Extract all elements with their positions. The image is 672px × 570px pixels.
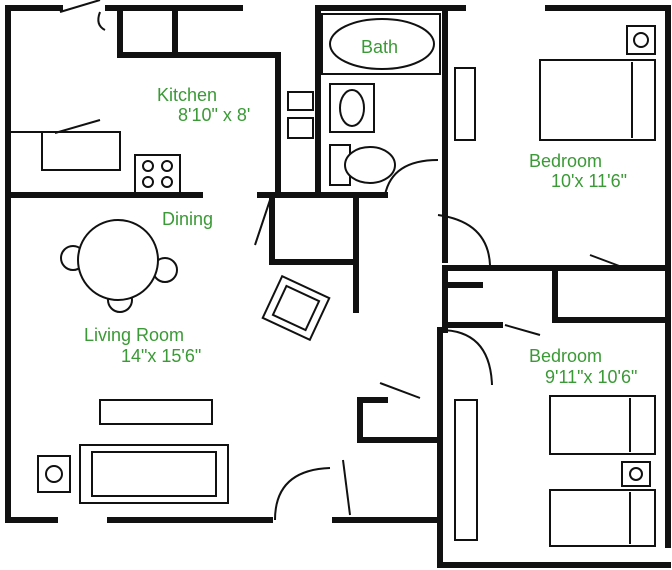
dining-table-icon: [77, 219, 159, 301]
stove-icon: [134, 154, 181, 194]
bedroom2-size: 9'11"x 10'6": [545, 367, 637, 387]
single-bed-icon: [549, 489, 656, 547]
side-table-icon: [37, 455, 71, 493]
bath-name: Bath: [361, 37, 398, 57]
kitchen-fixtures: [10, 91, 314, 194]
living-size: 14"x 15'6": [121, 346, 201, 366]
sink-icon: [329, 83, 375, 133]
counter-icon: [287, 91, 314, 111]
doors: [59, 0, 631, 521]
bedroom1-size: 10'x 11'6": [551, 171, 627, 191]
kitchen-name: Kitchen: [157, 85, 217, 105]
dresser-icon: [454, 399, 478, 541]
bedroom1-furniture: [539, 25, 656, 141]
front-door-swing: [274, 467, 331, 521]
bath-fixtures: [321, 13, 476, 186]
bedroom2-door-swing: [439, 329, 493, 386]
bedroom-door-swing: [437, 214, 491, 266]
single-bed-icon: [549, 395, 656, 455]
interior-walls: [7, 5, 671, 513]
sofa-icon: [79, 444, 229, 504]
living-name: Living Room: [84, 325, 184, 345]
living-furniture: [37, 219, 331, 504]
double-bed-icon: [539, 59, 656, 141]
dining-name: Dining: [162, 209, 213, 229]
nightstand-icon: [621, 461, 651, 487]
bathtub-icon: [321, 13, 441, 75]
kitchen-size: 8'10" x 8': [178, 105, 250, 125]
bedroom2-name: Bedroom: [529, 346, 602, 366]
entry-door: [59, 0, 101, 13]
nightstand-icon: [626, 25, 656, 55]
armchair-icon: [261, 274, 331, 342]
exterior-walls: [5, 5, 671, 568]
bath-door-swing: [384, 159, 439, 196]
bedroom1-name: Bedroom: [529, 151, 602, 171]
bedroom2-furniture: [454, 395, 656, 547]
coffee-table-icon: [99, 399, 213, 425]
room-labels: Kitchen 8'10" x 8' Bath Bedroom 10'x 11'…: [84, 37, 637, 387]
